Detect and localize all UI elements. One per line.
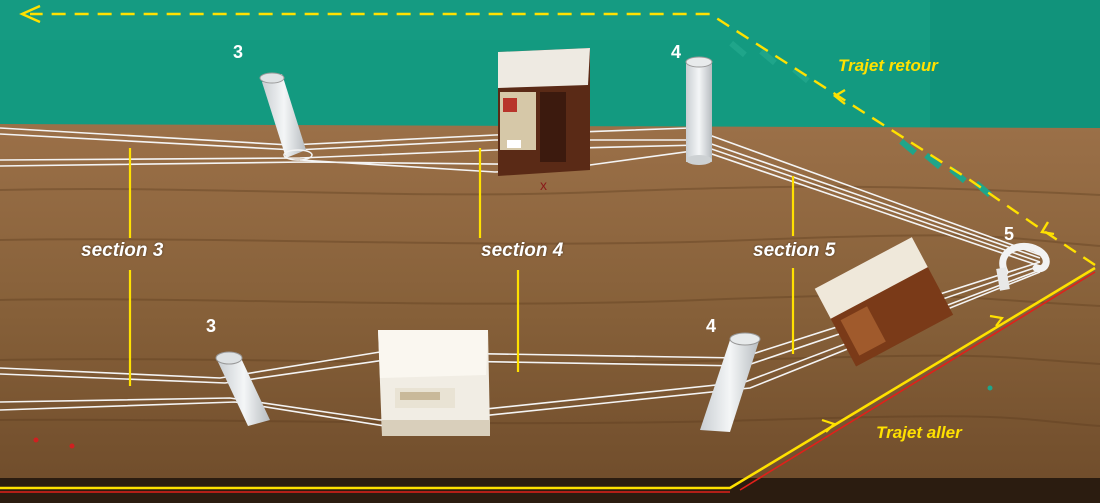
matchbox-top: [498, 48, 590, 176]
label-section-5: section 5: [753, 240, 836, 261]
svg-text:x: x: [540, 177, 547, 193]
post-top-4: [685, 56, 713, 165]
outgoing-path: [0, 266, 1096, 493]
matchbox-right: [814, 237, 954, 367]
label-hook-5: 5: [1004, 224, 1015, 244]
label-trajet-retour: Trajet retour: [838, 56, 938, 75]
label-section-4: section 4: [481, 240, 564, 261]
section-lines: [128, 148, 795, 386]
post-bottom-3: [215, 351, 270, 426]
label-post-top-4: 4: [671, 42, 682, 62]
label-post-bottom-3: 3: [206, 316, 217, 336]
label-section-3: section 3: [81, 240, 164, 261]
label-trajet-aller: Trajet aller: [876, 423, 962, 442]
hook-5: [996, 242, 1050, 291]
post-bottom-4: [700, 332, 761, 432]
matchbox-bottom: [378, 330, 490, 436]
post-top-3: [259, 72, 313, 161]
return-path: [19, 4, 1096, 266]
label-post-top-3: 3: [233, 42, 244, 62]
label-post-bottom-4: 4: [706, 316, 717, 336]
